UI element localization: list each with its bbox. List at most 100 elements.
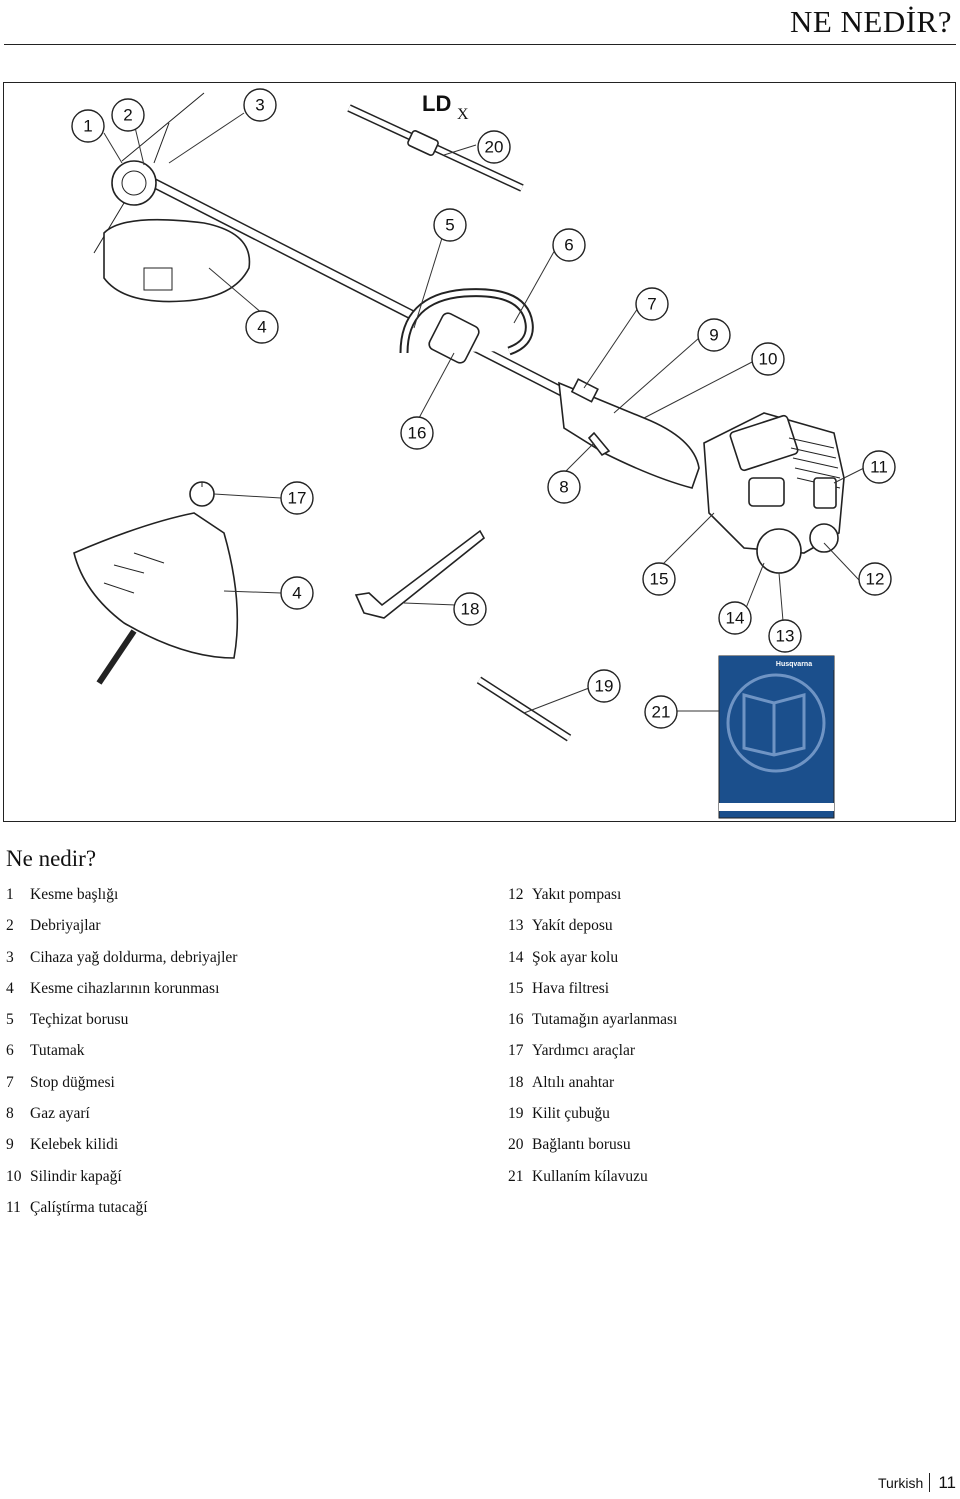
callout-15: 15	[642, 562, 676, 596]
legend-label: Çalíştírma tutacağí	[30, 1198, 148, 1216]
legend-number: 8	[6, 1105, 14, 1123]
legend-number: 21	[508, 1167, 524, 1185]
callout-5: 5	[433, 208, 467, 242]
callout-11: 11	[862, 450, 896, 484]
trimmer-head	[111, 160, 157, 206]
legend-number: 17	[508, 1042, 524, 1060]
legend-label: Tutamak	[30, 1042, 85, 1060]
callout-1: 1	[71, 109, 105, 143]
svg-text:18: 18	[461, 600, 480, 619]
callout-10: 10	[751, 342, 785, 376]
legend-label: Gaz ayarí	[30, 1105, 90, 1123]
legend-item: 8 Gaz ayarí	[6, 1101, 486, 1132]
svg-text:19: 19	[595, 677, 614, 696]
svg-text:4: 4	[292, 584, 301, 603]
page-number: 11	[929, 1473, 956, 1492]
manual-white-strip	[719, 803, 834, 811]
callout-19: 19	[587, 669, 621, 703]
svg-text:4: 4	[257, 318, 266, 337]
legend-number: 19	[508, 1105, 524, 1123]
callout-3: 3	[243, 88, 277, 122]
legend-label: Teçhizat borusu	[30, 1011, 129, 1029]
page-header: NE NEDİR?	[0, 0, 960, 50]
svg-text:13: 13	[776, 627, 795, 646]
legend-label: Hava filtresi	[532, 979, 610, 997]
trimmer-illustration: Husqvarna LD X	[71, 88, 896, 819]
svg-text:8: 8	[559, 478, 568, 497]
legend-number: 3	[6, 948, 14, 966]
main-shaft-fill	[142, 174, 606, 417]
legend-item: 1 Kesme başlığı	[6, 882, 486, 913]
handle-clamp	[428, 312, 480, 364]
legend-label: Bağlantı borusu	[532, 1136, 631, 1154]
legend-label: Kesme başlığı	[30, 886, 119, 903]
legend-label: Kesme cihazlarının korunması	[30, 979, 220, 997]
svg-text:7: 7	[647, 295, 656, 314]
legend-label: Tutamağın ayarlanması	[532, 1011, 678, 1029]
svg-text:15: 15	[650, 570, 669, 589]
trimmer-head-hub	[121, 170, 147, 196]
callout-20: 20	[477, 130, 511, 164]
fuel-tank-cap	[756, 528, 802, 574]
throttle-handle	[558, 381, 700, 489]
legend-item: 16 Tutamağın ayarlanması	[508, 1007, 948, 1038]
header-rule	[4, 44, 956, 45]
svg-text:2: 2	[123, 106, 132, 125]
section-heading: Ne nedir?	[6, 846, 97, 871]
svg-text:16: 16	[408, 424, 427, 443]
callout-9: 9	[697, 318, 731, 352]
air-filter-cover	[748, 477, 785, 507]
legend-number: 12	[508, 886, 524, 903]
legend-number: 6	[6, 1042, 14, 1060]
guard-shaft	[96, 629, 137, 685]
legend-item: 3 Cihaza yağ doldurma, debriyajler	[6, 945, 486, 976]
legend-label: Cihaza yağ doldurma, debriyajler	[30, 948, 238, 966]
legend-number: 5	[6, 1011, 14, 1029]
callout-8: 8	[547, 470, 581, 504]
legend-number: 16	[508, 1011, 524, 1029]
legend-number: 11	[6, 1198, 21, 1216]
legend-number: 20	[508, 1136, 524, 1154]
svg-text:14: 14	[726, 609, 745, 628]
legend-number: 2	[6, 917, 14, 935]
locking-rod-fill	[477, 677, 571, 741]
legend-number: 9	[6, 1136, 14, 1154]
operator-manual	[718, 655, 835, 819]
manual-top-band	[719, 656, 834, 670]
svg-text:3: 3	[255, 96, 264, 115]
legend-label: Yakıt pompası	[532, 886, 622, 903]
page-title: NE NEDİR?	[789, 4, 952, 39]
callout-7: 7	[635, 287, 669, 321]
tube-coupling	[407, 130, 439, 156]
stop-switch	[570, 378, 599, 403]
svg-text:1: 1	[83, 117, 92, 136]
trimmer-line	[93, 92, 205, 254]
manual-book-icon-ring	[726, 673, 826, 773]
svg-text:11: 11	[870, 458, 888, 477]
callout-18: 18	[453, 592, 487, 626]
accessory-guard	[73, 512, 239, 659]
legend-label: Altılı anahtar	[532, 1073, 615, 1091]
legend-label: Şok ayar kolu	[532, 948, 619, 966]
page-footer: Turkish 11	[878, 1473, 956, 1493]
legend-number: 4	[6, 979, 14, 997]
legend-number: 1	[6, 886, 14, 903]
legend-item: 12 Yakıt pompası	[508, 882, 948, 913]
throttle-trigger	[587, 431, 611, 457]
footer-language: Turkish	[877, 1475, 924, 1491]
legend-item: 5 Teçhizat borusu	[6, 1007, 486, 1038]
starter-grip	[813, 477, 837, 509]
hex-key	[354, 529, 486, 619]
legend-number: 13	[508, 917, 524, 935]
cylinder-cover	[729, 414, 799, 472]
book-icon	[742, 693, 806, 757]
